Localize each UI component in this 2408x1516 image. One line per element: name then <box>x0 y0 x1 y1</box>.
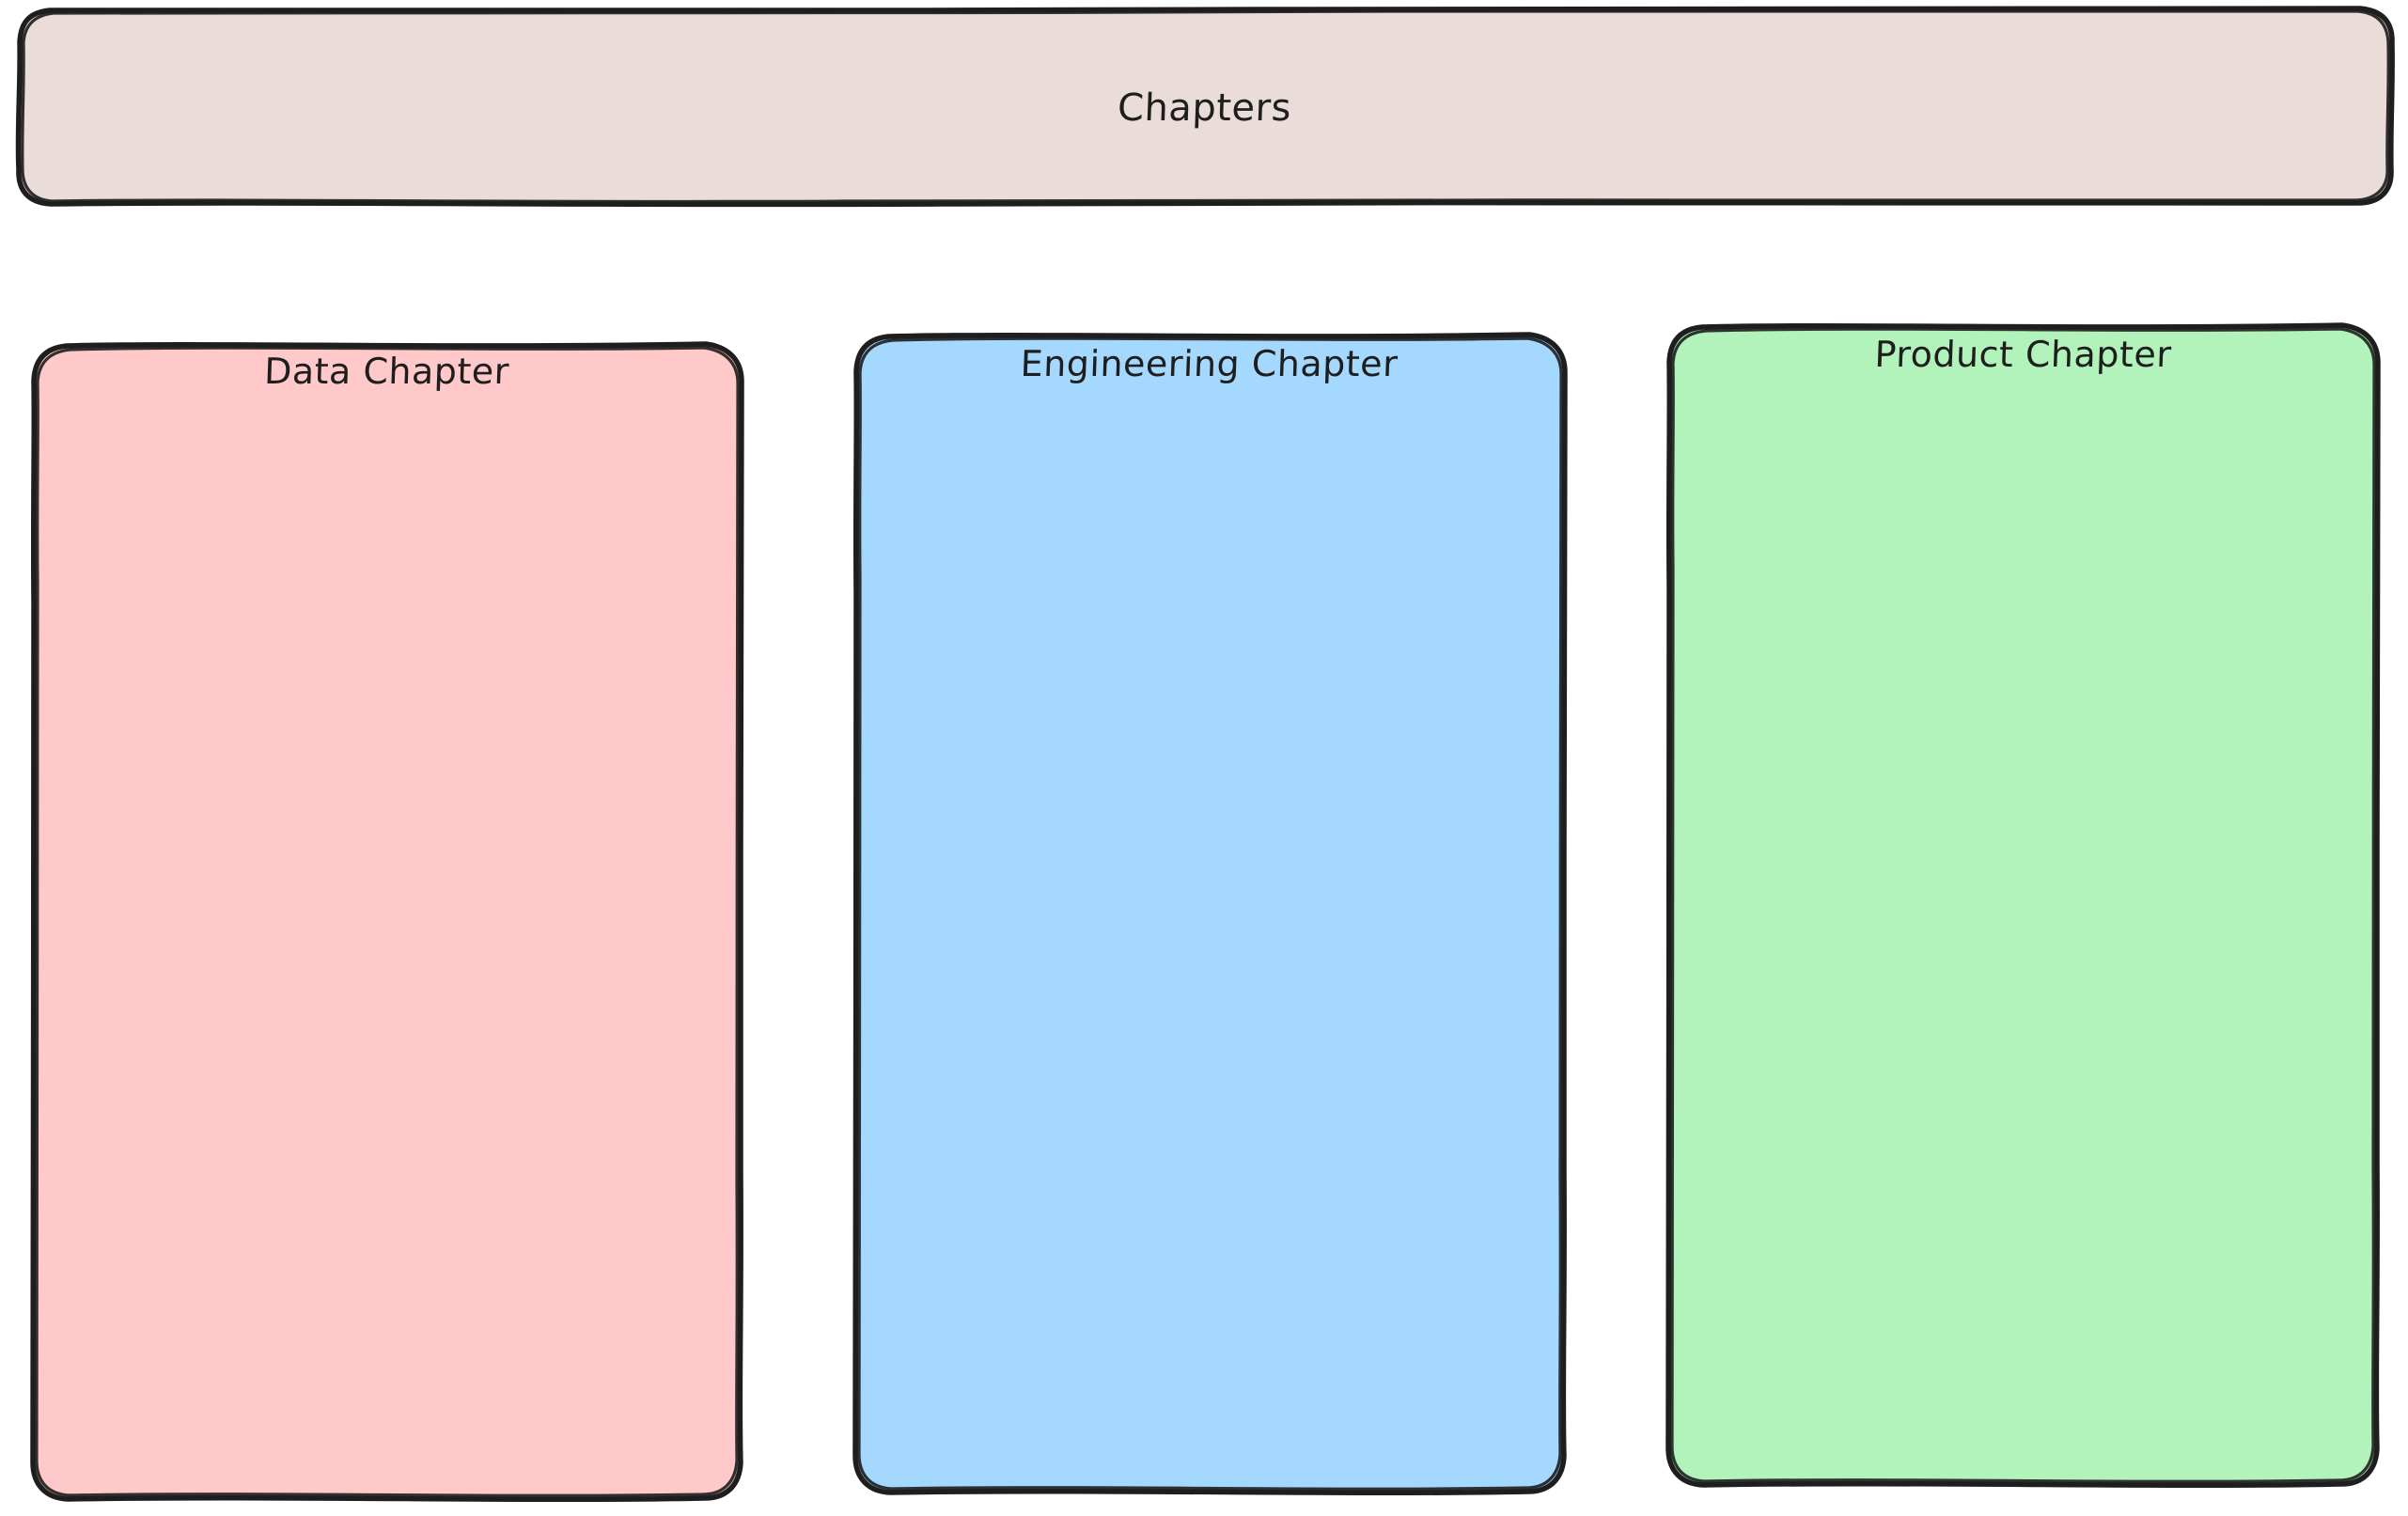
engineering-chapter-container[interactable] <box>853 334 1565 1493</box>
header-container[interactable] <box>17 8 2392 205</box>
product-chapter-container[interactable] <box>1668 324 2378 1485</box>
data-chapter-container[interactable] <box>31 343 743 1499</box>
